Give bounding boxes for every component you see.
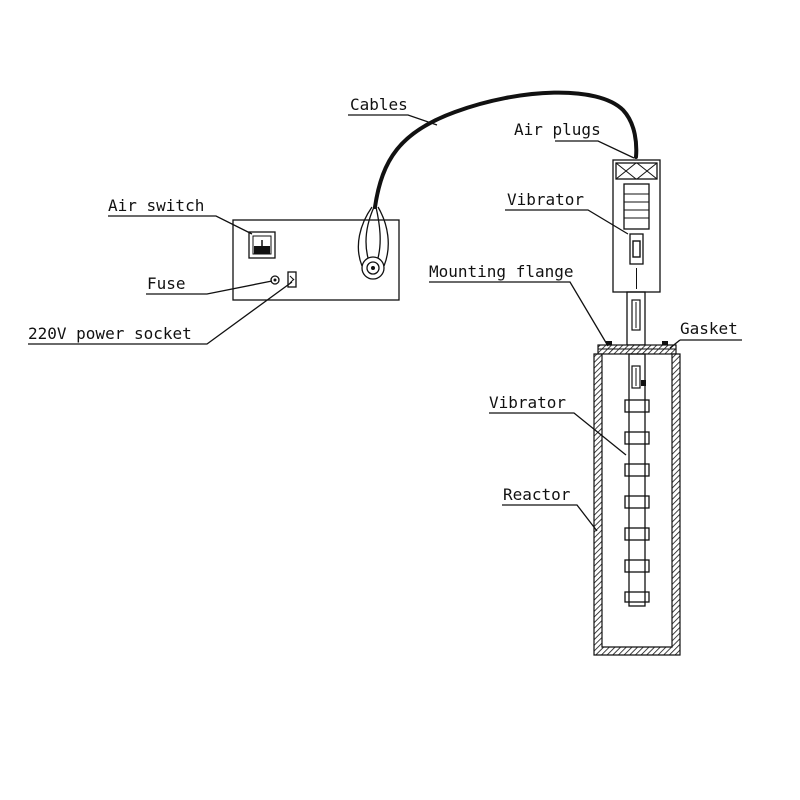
mounting-flange <box>597 341 677 355</box>
air-switch <box>248 231 276 259</box>
label-vibrator-bottom: Vibrator <box>489 393 566 412</box>
vibrator-rod <box>624 353 650 607</box>
label-power-socket: 220V power socket <box>28 324 192 343</box>
label-air-plugs: Air plugs <box>514 120 601 139</box>
label-air-switch: Air switch <box>108 196 204 215</box>
cable <box>373 90 639 209</box>
cable-connector <box>357 206 389 280</box>
control-box <box>232 206 400 301</box>
leader-lines <box>28 114 742 532</box>
label-vibrator-top: Vibrator <box>507 190 584 209</box>
transducer-housing <box>612 159 661 293</box>
label-reactor: Reactor <box>503 485 571 504</box>
horn-rod <box>626 291 646 346</box>
label-mounting-flange: Mounting flange <box>429 262 574 281</box>
label-fuse: Fuse <box>147 274 186 293</box>
fuse <box>270 275 280 285</box>
label-cables: Cables <box>350 95 408 114</box>
label-gasket: Gasket <box>680 319 738 338</box>
reactor-vessel <box>593 353 681 656</box>
